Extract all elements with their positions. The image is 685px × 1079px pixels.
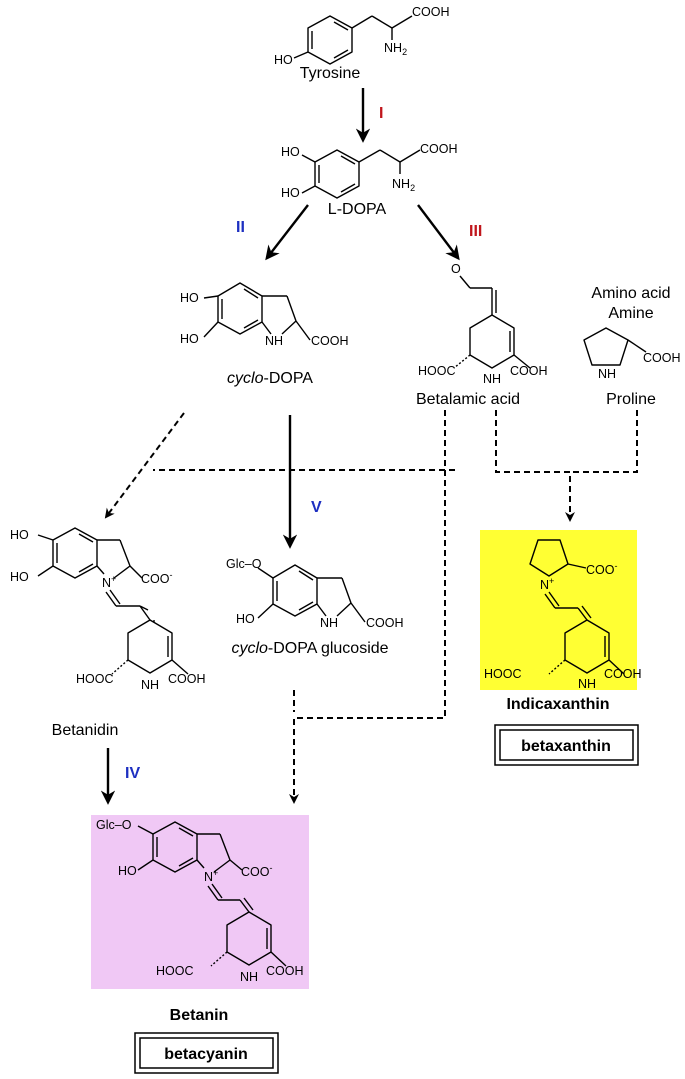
betanin-glc-o-atom: Glc–O [96, 818, 132, 832]
indicaxanthin-nh-atom: NH [578, 677, 596, 691]
step-v-label: V [311, 499, 322, 516]
arrow-step-iii [417, 204, 460, 261]
betaxanthin-label: betaxanthin [521, 738, 611, 755]
glucoside-ho-atom: HO [236, 612, 255, 626]
tyrosine-label: Tyrosine [300, 65, 361, 82]
betanidin-n-atom: N+ [102, 574, 116, 590]
cyclodopa-ho-top-atom: HO [180, 291, 199, 305]
betanin-structure: Glc–O HO N+ COO- HOOC NH COOH [96, 818, 304, 984]
betanin-ho-atom: HO [118, 864, 137, 878]
dash-betalamic-to-indicaxanthin [495, 410, 575, 522]
tyrosine-nh-atom: NH2 [384, 41, 407, 57]
dash-betalamic-to-betanin [289, 410, 446, 804]
ldopa-structure: HO HO COOH NH2 [281, 142, 458, 200]
betanidin-nh-atom: NH [141, 678, 159, 692]
step-ii-label: II [236, 219, 245, 236]
betaxanthin-frame-outer [494, 724, 639, 766]
tyrosine-structure: HO COOH NH2 [274, 5, 450, 67]
ldopa-ho-top-atom: HO [281, 145, 300, 159]
step-iii-label: III [469, 223, 482, 240]
indicaxanthin-hooc-atom: HOOC [484, 667, 522, 681]
glucoside-glc-o-atom: Glc–O [226, 557, 262, 571]
ldopa-cooh-atom: COOH [420, 142, 458, 156]
proline-cooh-atom: COOH [643, 351, 681, 365]
betanidin-hooc-atom: HOOC [76, 672, 114, 686]
proline-nh-atom: NH [598, 367, 616, 381]
betacyanin-frame-outer [134, 1032, 279, 1074]
cyclodopa-cooh-atom: COOH [311, 334, 349, 348]
amine-label: Amine [608, 305, 653, 322]
betanin-nh-atom: NH [240, 970, 258, 984]
dash-proline-to-indicaxanthin [570, 410, 638, 473]
dash-cyclodopa-to-betanidin [104, 412, 185, 519]
ldopa-label: L-DOPA [328, 201, 387, 218]
indicaxanthin-n-atom: N+ [540, 576, 554, 592]
betalamic-acid-label: Betalamic acid [416, 391, 520, 408]
indicaxanthin-structure: N+ COO- HOOC NH COOH [484, 539, 642, 691]
cyclodopa-nh-atom: NH [265, 334, 283, 348]
betalamic-nh-atom: NH [483, 372, 501, 386]
betacyanin-label: betacyanin [164, 1046, 248, 1063]
glucoside-nh-atom: NH [320, 616, 338, 630]
betanidin-structure: HO HO N+ COO- HOOC NH COOH [10, 527, 206, 692]
ldopa-ho-bottom-atom: HO [281, 186, 300, 200]
betalamic-o-atom: O [451, 262, 461, 276]
betaxanthin-highlight [480, 530, 637, 690]
step-iv-label: IV [125, 765, 140, 782]
betanin-cooh-atom: COOH [266, 964, 304, 978]
betanidin-ho-bottom-atom: HO [10, 570, 29, 584]
cyclodopa-structure: HO HO NH COOH [180, 282, 349, 348]
betaxanthin-frame-inner [499, 729, 634, 761]
betanin-hooc-atom: HOOC [156, 964, 194, 978]
indicaxanthin-coo-atom: COO- [586, 561, 617, 577]
betanin-coo-atom: COO- [241, 863, 272, 879]
cyclodopa-glucoside-label: cyclo-DOPA glucoside [231, 640, 388, 657]
betanidin-cooh-atom: COOH [168, 672, 206, 686]
betanidin-coo-atom: COO- [141, 570, 172, 586]
ldopa-nh-atom: NH2 [392, 177, 415, 193]
arrow-step-ii [265, 204, 309, 261]
betacyanin-frame-inner [139, 1037, 274, 1069]
cyclodopa-ho-bottom-atom: HO [180, 332, 199, 346]
step-i-label: I [379, 105, 383, 122]
amino-acid-label: Amino acid [591, 285, 670, 302]
proline-label: Proline [606, 391, 656, 408]
betalamic-cooh-atom: COOH [510, 364, 548, 378]
tyrosine-ho-atom: HO [274, 53, 293, 67]
proline-structure: NH COOH [583, 327, 681, 381]
cyclodopa-label: cyclo-DOPA [227, 370, 313, 387]
betalamic-hooc-atom: HOOC [418, 364, 456, 378]
betanin-label: Betanin [170, 1007, 229, 1024]
cyclodopa-glucoside-structure: Glc–O HO NH COOH [226, 557, 404, 630]
tyrosine-cooh-atom: COOH [412, 5, 450, 19]
betalamic-acid-structure: O HOOC NH COOH [418, 262, 548, 386]
glucoside-cooh-atom: COOH [366, 616, 404, 630]
betanidin-label: Betanidin [52, 722, 119, 739]
betacyanin-highlight [91, 815, 309, 989]
betanin-n-atom: N+ [204, 868, 218, 884]
betanidin-ho-top-atom: HO [10, 528, 29, 542]
indicaxanthin-cooh-atom: COOH [604, 667, 642, 681]
indicaxanthin-label: Indicaxanthin [506, 696, 609, 713]
